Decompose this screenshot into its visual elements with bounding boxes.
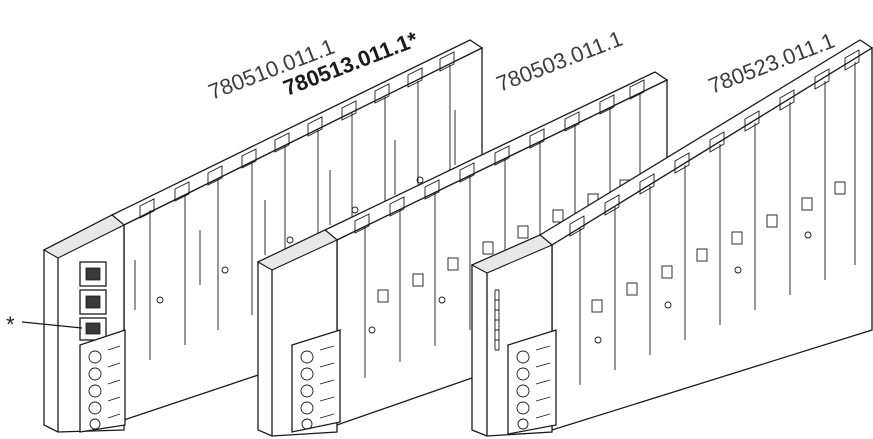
unit-back-terminal-block [79, 329, 126, 433]
unit-back-rj-jacks [79, 261, 107, 341]
unit-front-slots [569, 49, 860, 385]
unit-front-terminal-block [507, 329, 557, 435]
label-780503: 780503.011.1 [493, 26, 626, 97]
unit-front-led-strip [494, 289, 500, 351]
unit-back-slots [134, 51, 456, 360]
unit-middle-terminal-block [291, 329, 341, 433]
callout-asterisk: * [6, 312, 15, 337]
callout-leader-line [21, 321, 83, 329]
unit-front [470, 39, 873, 437]
